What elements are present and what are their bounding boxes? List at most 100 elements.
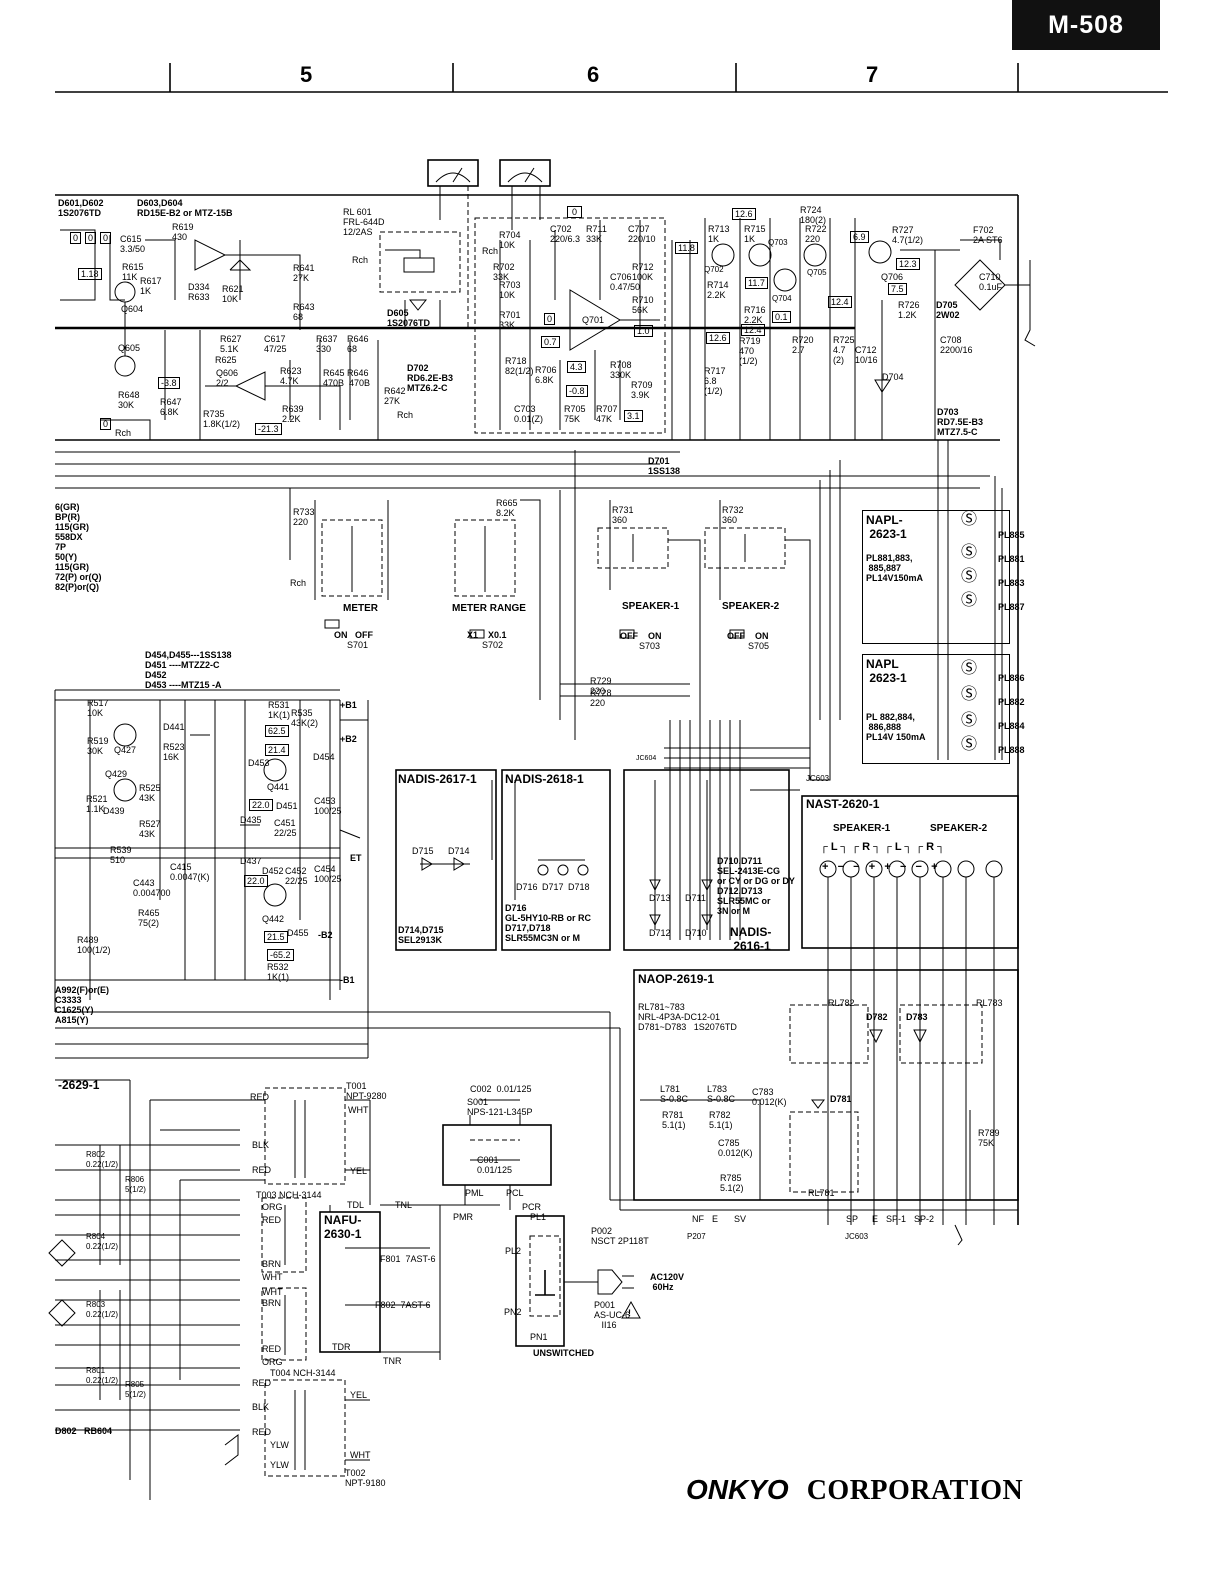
label-r615: R615 11K <box>122 262 144 282</box>
label-r719: R719 470 (1/2) <box>739 336 761 366</box>
label-c706: C706 0.47/50 <box>610 272 641 292</box>
label-q705: Q705 <box>807 268 827 277</box>
label-r701: R701 33K <box>499 310 521 330</box>
switch-meter-label: METER <box>343 603 378 614</box>
label-r735: R735 1.8K(1/2) <box>203 409 241 429</box>
label-p002: P002 NSCT 2P118T <box>591 1226 649 1246</box>
label-r642: R642 27K <box>384 386 406 406</box>
label-q606: Q606 2/2 <box>216 368 239 388</box>
wire-red: RED <box>252 1165 272 1175</box>
label-r715: R715 1K <box>744 224 766 244</box>
label-d441: D441 <box>163 722 185 732</box>
label-d704: D704 <box>882 372 904 382</box>
voltage-box: 22.0 <box>244 875 268 887</box>
label-r702: R702 33K <box>493 262 515 282</box>
label-r712: R712 100K <box>632 262 654 282</box>
power-amp-wiring <box>55 194 1036 1225</box>
label-pcl: PCL <box>506 1188 524 1198</box>
voltage-box: -3.8 <box>158 377 180 389</box>
switch-meter-id: S701 <box>347 640 369 650</box>
label-rch5: Rch <box>290 578 307 588</box>
label-sp: SP <box>846 1214 859 1224</box>
label-r729: R729 220 <box>590 676 612 696</box>
label-c712: C712 10/16 <box>855 345 878 365</box>
label-c708: C708 2200/16 <box>940 335 973 355</box>
label-f802: F802 7AST-6 <box>375 1300 431 1310</box>
label-q706: Q706 <box>881 272 904 282</box>
label-c415: C415 0.0047(K) <box>170 862 210 882</box>
voltage-box: 21.4 <box>265 744 289 756</box>
wire-org: ORG <box>262 1357 283 1367</box>
power-supply-wiring: ! <box>48 1079 641 1500</box>
board-nadis-2616: NADIS- 2616-1 <box>730 925 772 953</box>
label-r714: R714 2.2K <box>707 280 729 300</box>
label-d713: D713 <box>649 893 671 903</box>
label-d715: D715 <box>412 846 434 856</box>
voltage-box: 0.7 <box>541 336 560 348</box>
label-r727: R727 4.7(1/2) <box>892 225 924 245</box>
voltage-box: 11.7 <box>745 277 768 289</box>
label-r617: R617 1K <box>140 276 162 296</box>
label-c783: C783 0.012(K) <box>752 1087 787 1107</box>
label-f702: F702 2A ST6 <box>973 225 1003 245</box>
label-r648: R648 30K <box>118 390 140 410</box>
voltage-box: 6.9 <box>850 231 869 243</box>
label-r801: R801 0.22(1/2) <box>86 1366 119 1385</box>
label-b2: +B2 <box>340 734 357 744</box>
label-r527: R527 43K <box>139 819 161 839</box>
label-c001: C001 0.01/125 <box>477 1155 513 1175</box>
label-pl886: PL886 <box>998 673 1025 683</box>
label-tnr: TNR <box>383 1356 402 1366</box>
wire-wht: WHT <box>262 1287 283 1297</box>
label-r645: R645 R646 470B 470B <box>323 368 371 388</box>
wire-ylw: YLW <box>270 1460 289 1470</box>
label-d705: D705 2W02 <box>936 300 960 320</box>
wire-yel: YEL <box>350 1166 368 1176</box>
label-c617: C617 47/25 <box>264 334 287 354</box>
label-rch4: Rch <box>115 428 132 438</box>
board-naop: NAOP-2619-1 <box>638 972 715 986</box>
board-napl-top: NAPL- 2623-1 <box>862 510 1010 644</box>
label-d435: D435 <box>240 815 262 825</box>
label-d710-note: D710,D711 SEL-2413E-CG or CY or DG or DY… <box>717 856 795 916</box>
label-sp2: SP-2 <box>914 1214 935 1224</box>
label-r726: R726 1.2K <box>898 300 920 320</box>
label-r713: R713 1K <box>708 224 730 244</box>
voltage-box: 62.5 <box>265 725 289 737</box>
label-c710: C710 0.1uF <box>979 272 1003 292</box>
label-d714: D714 <box>448 846 470 856</box>
label-r665: R665 8.2K <box>496 498 518 518</box>
wire-yel: YEL <box>350 1390 368 1400</box>
label-r789: R789 75K <box>978 1128 1000 1148</box>
label-r627: R627 5.1K <box>220 334 242 354</box>
label-q703: Q703 <box>768 238 788 247</box>
column-number-5: 5 <box>300 62 313 87</box>
voltage-box: 1.0 <box>634 325 653 337</box>
label-pl888: PL888 <box>998 745 1025 755</box>
voltage-box: 0 <box>70 232 82 244</box>
voltage-box: 0 <box>544 313 556 325</box>
label-r709: R709 3.9K <box>631 380 653 400</box>
label-r641: R641 27K <box>293 263 315 283</box>
voltage-box: 12.3 <box>896 258 920 270</box>
label-d716: D716 <box>516 882 538 892</box>
label-r781: R781 5.1(1) <box>662 1110 686 1130</box>
label-c785: C785 0.012(K) <box>718 1138 753 1158</box>
lamp-icon: Ⓢ <box>961 736 978 753</box>
label-r722: R722 220 <box>805 224 827 244</box>
label-nf: NF <box>692 1214 704 1224</box>
label-r804: R804 0.22(1/2) <box>86 1232 119 1251</box>
label-d452: D452 <box>262 866 284 876</box>
label-naop-note: RL781~783 NRL-4P3A-DC12-01 D781~D783 1S2… <box>638 1002 737 1032</box>
switch-meter-range-positions: X1 X0.1 <box>467 630 507 640</box>
label-tdl: TDL <box>347 1200 365 1210</box>
wire-wht: WHT <box>350 1450 371 1460</box>
lamp-icon: Ⓢ <box>961 544 978 561</box>
label-d710: D710 <box>685 928 707 938</box>
voltage-box: 12.4 <box>828 296 852 308</box>
label-d783: D783 <box>906 1012 928 1022</box>
label-rl783: RL783 <box>976 998 1003 1008</box>
label-r733: R733 220 <box>293 507 315 527</box>
warning-icon: ! <box>628 1308 631 1318</box>
